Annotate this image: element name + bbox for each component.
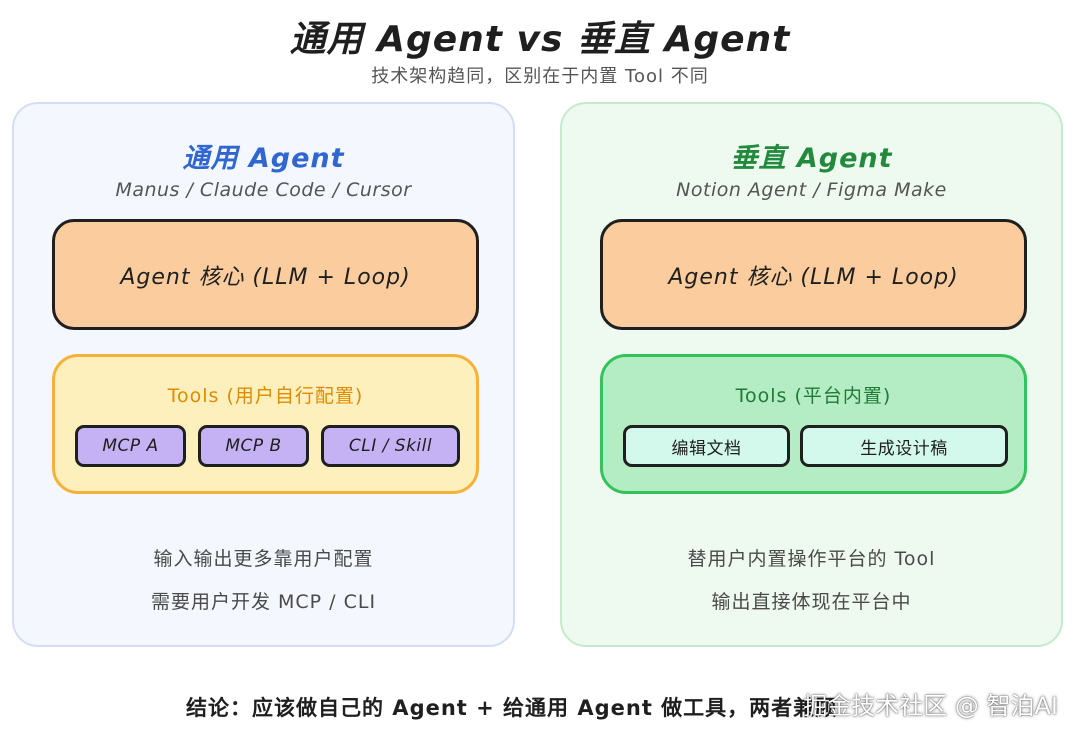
diagram-subtitle: 技术架构趋同，区别在于内置 Tool 不同 [371,66,709,87]
diagram-title: 通用 Agent vs 垂直 Agent [289,19,791,60]
general-note-1: 输入输出更多靠用户配置 [153,548,374,570]
general-tools-box: Tools (用户自行配置) MCP A MCP B CLI / Skill [52,354,479,494]
general-agent-title: 通用 Agent [182,143,345,174]
general-agent-examples: Manus / Claude Code / Cursor [115,179,412,201]
general-tools-label: Tools (用户自行配置) [167,385,364,407]
watermark: 掘金技术社区 @ 智泊AI [803,692,1058,720]
vertical-agent-panel: 垂直 Agent Notion Agent / Figma Make Agent… [560,102,1063,647]
tool-chip-generate-design: 生成设计稿 [800,425,1008,467]
vertical-note-1: 替用户内置操作平台的 Tool [687,548,936,570]
general-agent-panel: 通用 Agent Manus / Claude Code / Cursor Ag… [12,102,515,647]
general-note-2: 需要用户开发 MCP / CLI [150,591,377,613]
tool-chip-edit-doc: 编辑文档 [623,425,790,467]
vertical-note-2: 输出直接体现在平台中 [711,591,912,613]
conclusion-text: 结论：应该做自己的 Agent + 给通用 Agent 做工具，两者兼顾 [186,696,838,720]
vertical-agent-title: 垂直 Agent [730,143,893,174]
vertical-tools-label: Tools (平台内置) [735,385,892,407]
general-agent-core-box: Agent 核心 (LLM + Loop) [52,219,479,330]
vertical-agent-examples: Notion Agent / Figma Make [676,179,947,201]
tool-chip-mcp-b: MCP B [198,425,309,467]
vertical-tools-box: Tools (平台内置) 编辑文档 生成设计稿 [600,354,1027,494]
vertical-agent-core-box: Agent 核心 (LLM + Loop) [600,219,1027,330]
tool-chip-cli-skill: CLI / Skill [321,425,460,467]
tool-chip-mcp-a: MCP A [75,425,186,467]
